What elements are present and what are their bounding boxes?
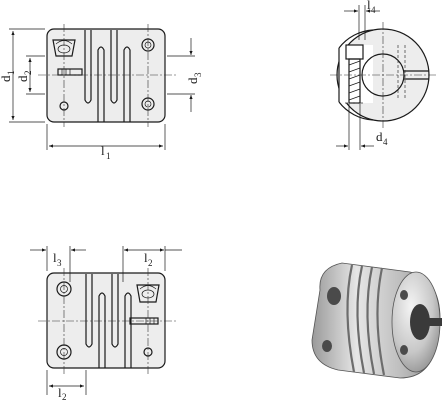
label-l4-sub: 4 [371,5,376,15]
label-d3-sub: 3 [193,72,203,77]
label-d4-main: d [376,129,383,144]
side-view-bottom [30,246,182,395]
label-l2-top-main: l [144,250,148,265]
label-l1: l 1 [101,143,111,161]
coupling-3d-render [311,262,442,379]
label-l3-main: l [53,250,57,265]
label-l2-top: l 2 [144,250,153,268]
label-l3: l 3 [53,250,62,268]
label-d3-main: d [185,77,200,84]
label-d2: d 2 [15,71,33,83]
label-l2-top-sub: 2 [148,258,153,268]
label-d4: d 4 [376,129,388,147]
label-d4-sub: 4 [383,137,388,147]
label-d1-sub: 1 [6,71,16,76]
label-l4-main: l [367,0,371,12]
end-view-top [330,5,436,150]
label-d1-main: d [0,75,13,82]
label-d2-sub: 2 [23,71,33,76]
label-l3-sub: 3 [57,258,62,268]
label-d3: d 3 [185,72,203,84]
label-l1-sub: 1 [106,151,111,161]
label-l2-bottom: l 2 [58,385,67,400]
side-view-top [9,24,195,150]
label-d1: d 1 [0,71,16,83]
label-d2-main: d [15,75,30,82]
label-l1-main: l [101,143,105,158]
label-l4: l 4 [367,0,376,15]
label-l2-bottom-sub: 2 [62,392,67,400]
label-l2-bottom-main: l [58,385,62,400]
